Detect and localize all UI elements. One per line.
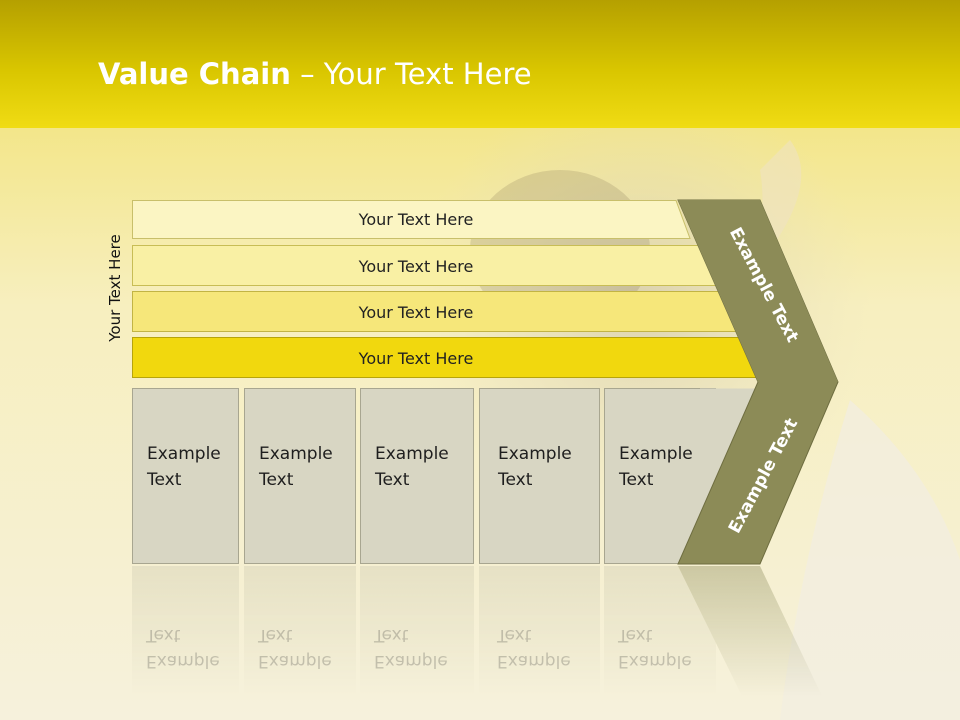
box-line-1: Example <box>375 444 449 464</box>
side-label: Your Text Here <box>106 234 124 342</box>
box-line-2: Text <box>619 470 654 490</box>
box-line-2: Text <box>147 470 182 490</box>
example-box-4: Example Text <box>479 388 600 564</box>
page-title: Value Chain – Your Text Here <box>98 54 532 94</box>
title-bold: Value Chain <box>98 57 291 91</box>
example-box-2: Example Text <box>244 388 356 564</box>
box-line-1: Example <box>147 444 221 464</box>
box-line-1: Example <box>498 444 572 464</box>
bar-label: Your Text Here <box>358 209 474 229</box>
bar-shape <box>132 200 691 239</box>
bar-label: Your Text Here <box>358 302 474 322</box>
bar-label: Your Text Here <box>358 348 474 368</box>
box-line-1: Example <box>259 444 333 464</box>
title-rest: – Your Text Here <box>290 57 532 91</box>
box-line-2: Text <box>259 470 294 490</box>
box-line-2: Text <box>498 470 533 490</box>
value-bar-2: Your Text Here <box>132 245 718 286</box>
box-line-1: Example <box>619 444 693 464</box>
example-box-1: Example Text <box>132 388 239 564</box>
value-bar-1: Your Text Here <box>132 200 692 239</box>
chevron-arrow <box>677 199 839 565</box>
example-box-3: Example Text <box>360 388 474 564</box>
box-line-2: Text <box>375 470 410 490</box>
value-bar-3: Your Text Here <box>132 291 742 332</box>
bar-label: Your Text Here <box>358 256 474 276</box>
